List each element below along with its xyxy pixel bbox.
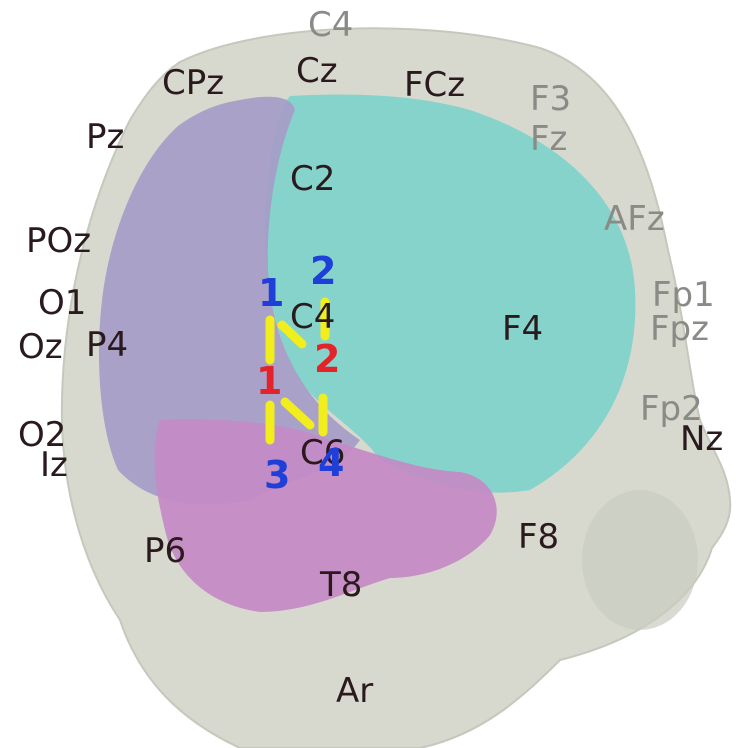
electrode-f8-label: F8 [518, 517, 559, 557]
detector-1-label: 1 [258, 271, 284, 315]
electrode-cz-label: Cz [296, 51, 338, 91]
electrode-poz-label: POz [26, 221, 91, 261]
electrode-fcz-label: FCz [404, 65, 465, 105]
electrode-p4-label: P4 [86, 325, 128, 365]
electrode-afz-label: AFz [604, 199, 665, 239]
electrode-iz-label: Iz [40, 445, 68, 485]
detector-3-label: 3 [264, 453, 290, 497]
electrode-c2-label: C2 [290, 159, 335, 199]
ear-shading [582, 490, 698, 630]
electrode-oz-label: Oz [18, 327, 63, 367]
electrode-ar-label: Ar [336, 671, 373, 711]
electrode-fpz-label: Fpz [650, 309, 709, 349]
electrode-c4-top-label: C4 [308, 5, 353, 45]
electrode-pz-label: Pz [86, 117, 124, 157]
electrode-nz-label: Nz [680, 419, 723, 459]
source-1-label: 1 [256, 359, 282, 403]
detector-2-label: 2 [310, 249, 336, 293]
electrode-f3-label: F3 [530, 79, 571, 119]
electrode-fz-label: Fz [530, 119, 567, 159]
electrode-o1-label: O1 [38, 283, 86, 323]
detector-4-label: 4 [318, 441, 344, 485]
electrode-cpz-label: CPz [162, 63, 224, 103]
electrode-t8-label: T8 [319, 565, 362, 605]
electrode-p6-label: P6 [144, 531, 186, 571]
electrode-f4-label: F4 [502, 309, 543, 349]
electrode-c4-label: C4 [290, 297, 335, 337]
source-2-label: 2 [314, 337, 340, 381]
